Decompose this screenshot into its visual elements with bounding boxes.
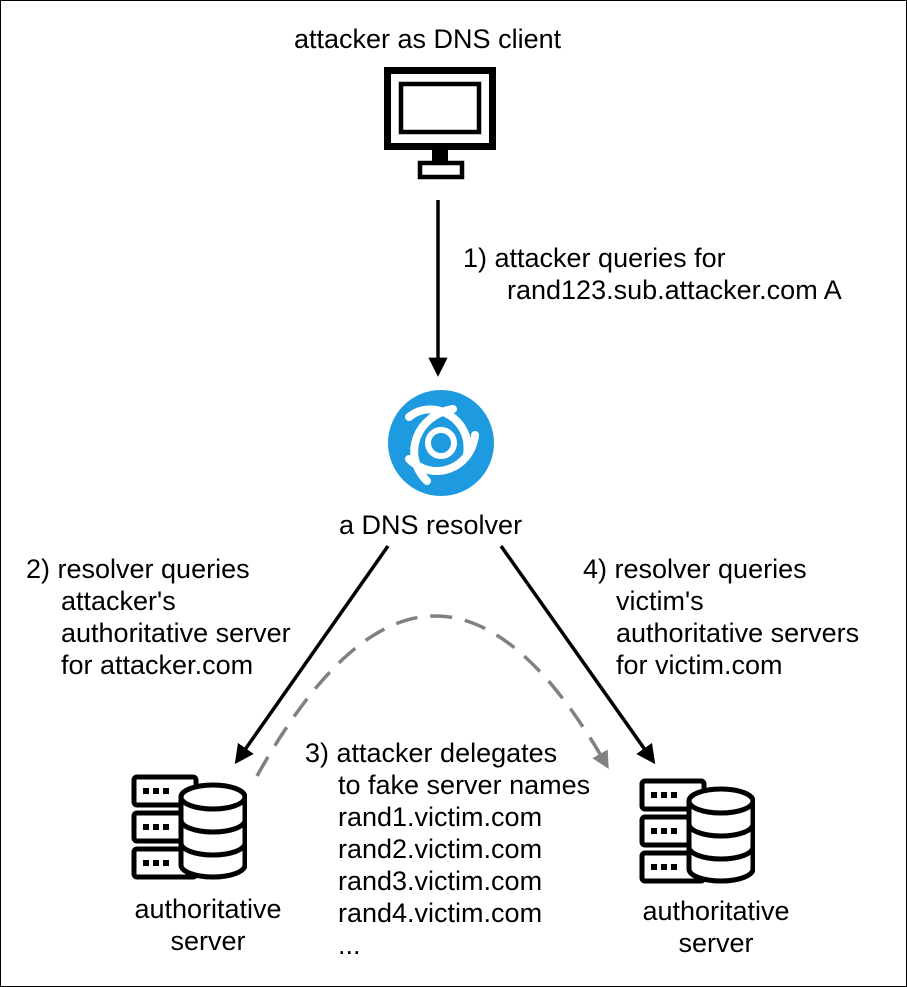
step1-line1: 1) attacker queries for <box>463 243 726 273</box>
dns-resolver-icon <box>388 390 494 496</box>
step1-annotation: 1) attacker queries for rand123.sub.atta… <box>463 242 842 306</box>
fake-name-1: rand1.victim.com <box>338 802 543 832</box>
step4-line1: 4) resolver queries <box>583 554 807 584</box>
step2-line4: for attacker.com <box>61 650 254 680</box>
fake-name-4: rand4.victim.com <box>338 898 543 928</box>
arrow-resolver-to-victim-server <box>499 544 656 765</box>
computer-monitor-icon <box>384 67 496 180</box>
right-server-line2: server <box>678 928 754 958</box>
step1-line2: rand123.sub.attacker.com A <box>507 275 842 305</box>
step2-annotation: 2) resolver queries attacker's authorita… <box>26 553 291 681</box>
fake-name-3: rand3.victim.com <box>338 866 543 896</box>
client-label: attacker as DNS client <box>294 24 562 54</box>
step4-line4: for victim.com <box>616 650 783 680</box>
left-server-line1: authoritative <box>134 894 282 924</box>
step2-line1: 2) resolver queries <box>26 554 250 584</box>
right-server-label: authoritative server <box>633 895 799 959</box>
step2-line2: attacker's <box>61 586 176 616</box>
server-database-icon <box>639 778 755 884</box>
server-database-icon <box>131 774 247 880</box>
fake-name-2: rand2.victim.com <box>338 834 543 864</box>
arrow-resolver-to-attacker-server <box>234 544 390 765</box>
right-server-line1: authoritative <box>642 896 790 926</box>
step2-line3: authoritative server <box>61 618 291 648</box>
resolver-label: a DNS resolver <box>339 510 523 540</box>
step3-annotation: 3) attacker delegates to fake server nam… <box>305 737 590 961</box>
step4-line3: authoritative servers <box>616 618 860 648</box>
fake-name-ellipsis: ... <box>338 930 361 960</box>
step4-annotation: 4) resolver queries victim's authoritati… <box>583 553 859 681</box>
dashed-delegation-arrow <box>255 614 609 777</box>
step4-line2: victim's <box>616 586 704 616</box>
left-server-line2: server <box>170 926 246 956</box>
step3-line1: 3) attacker delegates <box>305 738 558 768</box>
left-server-label: authoritative server <box>125 893 291 957</box>
step3-line2: to fake server names <box>338 770 591 800</box>
